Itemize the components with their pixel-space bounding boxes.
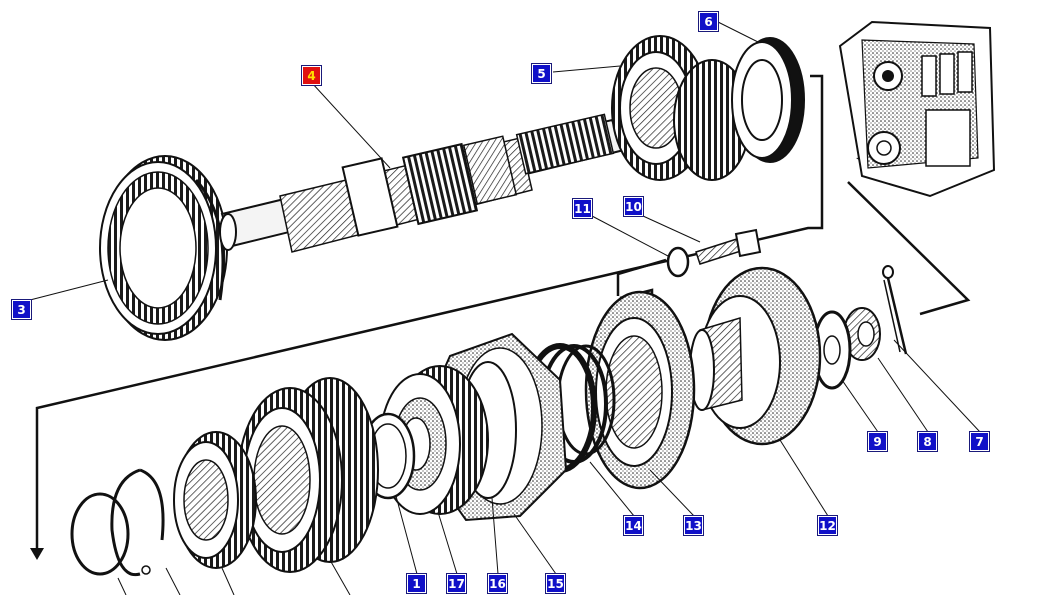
snap-ring-small [70,492,130,576]
callout-3[interactable]: 3 [11,299,32,320]
callout-11[interactable]: 11 [572,198,593,219]
output-flange-part-12 [689,266,822,446]
gearbox-housing [838,20,996,198]
callout-4[interactable]: 4 [301,65,322,86]
splined-shaft-part-4 [219,113,626,253]
snap-ring-large [110,468,165,577]
roller-bearing [173,431,257,569]
callout-12[interactable]: 12 [817,515,838,536]
callout-14[interactable]: 14 [623,515,644,536]
callout-6[interactable]: 6 [698,11,719,32]
leader-lines [29,21,981,596]
callout-17[interactable]: 17 [446,573,467,594]
bearing-ring-part-6 [731,37,805,163]
callout-1[interactable]: 1 [406,573,427,594]
callout-16[interactable]: 16 [487,573,508,594]
callout-15[interactable]: 15 [545,573,566,594]
callout-7[interactable]: 7 [969,431,990,452]
callout-5[interactable]: 5 [531,63,552,84]
callout-8[interactable]: 8 [917,431,938,452]
bearing-housing-part-13 [584,290,696,490]
bearing-part-17 [379,365,489,515]
bolt-part-10 [695,228,762,265]
double-gear [237,377,379,573]
ring-gear-part-3 [99,155,228,341]
gear-part-5 [611,35,751,181]
split-pin-part-7 [882,265,908,355]
castle-nut-part-8 [843,307,881,361]
lock-washer-part-11 [666,246,690,278]
callout-9[interactable]: 9 [867,431,888,452]
callout-13[interactable]: 13 [683,515,704,536]
callout-10[interactable]: 10 [623,196,644,217]
